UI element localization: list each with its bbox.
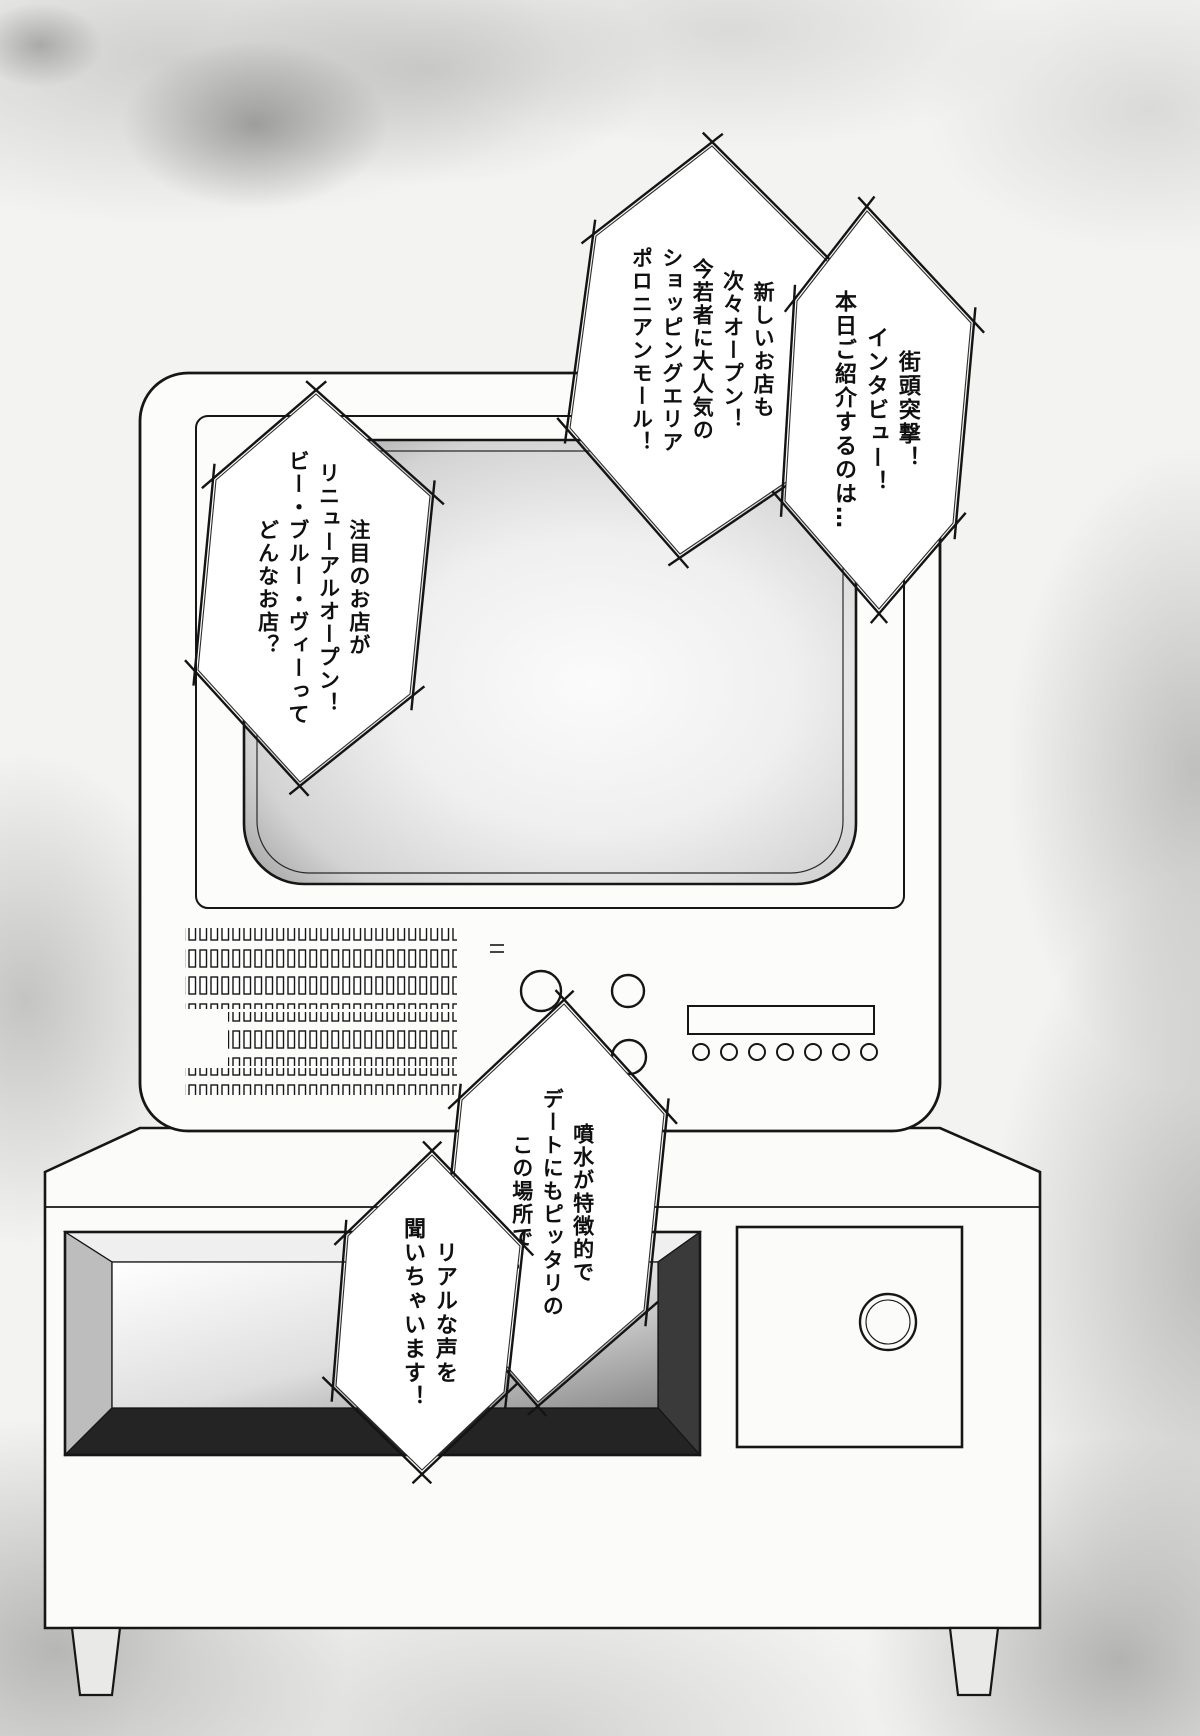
stand-foot-left xyxy=(70,1626,122,1697)
speech-bubble-shop: 注目のお店が リニューアルオープン！ ビー・ブルー・ヴィーって どんなお店？ xyxy=(184,380,445,797)
speaker-grille xyxy=(185,928,457,1095)
tv-button xyxy=(748,1043,766,1061)
tv-button xyxy=(720,1043,738,1061)
tv-button xyxy=(776,1043,794,1061)
tv-button xyxy=(860,1043,878,1061)
tv-button xyxy=(804,1043,822,1061)
stand-door xyxy=(735,1225,964,1449)
door-handle-icon xyxy=(858,1292,918,1352)
tv-button xyxy=(692,1043,710,1061)
tv-button-row xyxy=(692,1043,878,1061)
tv-control-slot xyxy=(687,1005,875,1035)
tv-knob-small xyxy=(610,973,646,1009)
tv-knob-large xyxy=(519,969,563,1013)
stand-foot-right xyxy=(948,1626,1000,1697)
speech-bubble-intro: 街頭突撃！ インタビュー！ 本日ご紹介するのは… xyxy=(771,195,985,624)
speech-bubble-voices: リアルな声を 聞いちゃいます！ xyxy=(321,1140,535,1485)
tv-button xyxy=(832,1043,850,1061)
